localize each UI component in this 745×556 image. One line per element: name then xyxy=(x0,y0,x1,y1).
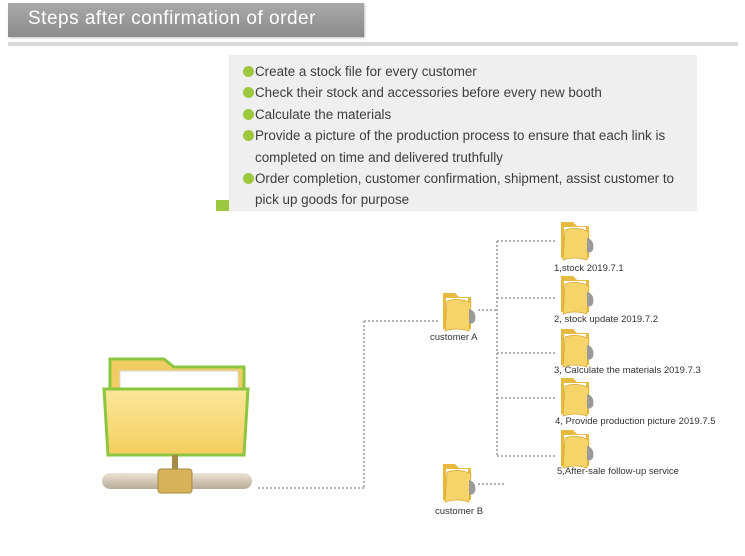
step-text: Calculate the materials xyxy=(255,106,392,122)
bullet-dot-icon xyxy=(243,87,254,99)
bullet-dot-icon xyxy=(243,108,254,120)
page-title: Steps after confirmation of order xyxy=(28,8,316,29)
file-label: 5,After-sale follow-up service xyxy=(557,466,679,477)
file-folder-icon[interactable] xyxy=(557,374,599,423)
bullet-dot-icon xyxy=(243,66,254,77)
customer-b-folder-icon[interactable] xyxy=(439,460,481,509)
step-item: Check their stock and accessories before… xyxy=(243,82,691,103)
file-folder-icon[interactable] xyxy=(557,218,599,267)
step-item: Calculate the materials xyxy=(243,104,691,125)
root-server-folder-icon[interactable] xyxy=(102,355,254,508)
accent-tab xyxy=(216,200,240,211)
step-item: Provide a picture of the production proc… xyxy=(243,125,691,168)
step-text: Provide a picture of the production proc… xyxy=(255,128,666,165)
title-bar: Steps after confirmation of order xyxy=(8,3,364,37)
file-folder-icon[interactable] xyxy=(557,272,599,321)
step-item: Order completion, customer confirmation,… xyxy=(243,168,691,211)
customer-a-label: customer A xyxy=(430,332,478,343)
step-text: Order completion, customer confirmation,… xyxy=(255,171,674,208)
file-label: 1,stock 2019.7.1 xyxy=(554,263,624,274)
file-label: 4, Provide production picture 2019.7.5 xyxy=(555,416,716,427)
bullet-dot-icon xyxy=(243,173,254,185)
customer-a-folder-icon[interactable] xyxy=(439,289,481,338)
steps-panel: Create a stock file for every customer C… xyxy=(229,55,697,211)
customer-b-label: customer B xyxy=(435,506,484,517)
step-text: Create a stock file for every customer xyxy=(255,64,477,79)
step-item: Create a stock file for every customer xyxy=(243,61,691,82)
title-divider xyxy=(8,42,738,46)
file-folder-icon[interactable] xyxy=(557,426,599,475)
steps-list: Create a stock file for every customer C… xyxy=(243,61,691,211)
file-label: 3, Calculate the materials 2019.7.3 xyxy=(554,365,701,376)
file-label: 2, stock update 2019.7.2 xyxy=(554,314,659,325)
file-folder-icon[interactable] xyxy=(557,325,599,374)
bullet-dot-icon xyxy=(243,130,254,142)
step-text: Check their stock and accessories before… xyxy=(255,85,602,101)
